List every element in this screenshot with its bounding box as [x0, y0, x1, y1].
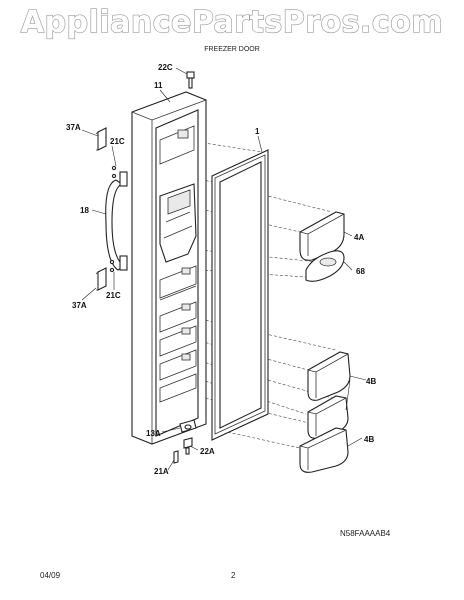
leader-lines: [81, 67, 367, 471]
label-21C-top: 21C: [110, 137, 125, 146]
door-handle: [95, 127, 128, 291]
diagram-subtitle: FREEZER DOOR: [204, 46, 260, 53]
bottom-hinge-parts: [173, 419, 197, 464]
label-37A-bottom: 37A: [72, 301, 87, 310]
label-13A: 13A: [146, 429, 161, 438]
label-21C-bottom: 21C: [106, 291, 121, 300]
label-21A: 21A: [154, 467, 169, 476]
label-4A: 4A: [354, 233, 364, 242]
bin-4B-lower: [299, 427, 349, 473]
label-22A: 22A: [200, 447, 215, 456]
label-11: 11: [154, 81, 163, 90]
part-labels: 22C 11 1 37A 21C 18 37A 21C 4A 68 4B 4B …: [66, 63, 376, 476]
door-gasket: [211, 149, 269, 441]
hinge-pin-top: [186, 71, 195, 89]
drawing-code: N58FAAAAB4: [340, 529, 391, 538]
freezer-door: [131, 91, 207, 445]
label-4B-lower: 4B: [364, 435, 374, 444]
label-1: 1: [255, 127, 260, 136]
label-4B-upper: 4B: [366, 377, 376, 386]
label-18: 18: [80, 206, 89, 215]
label-68: 68: [356, 267, 365, 276]
bin-4B-upper: [307, 351, 351, 401]
footer-date: 04/09: [40, 571, 61, 580]
label-37A-top: 37A: [66, 123, 81, 132]
footer-page-number: 2: [231, 571, 236, 580]
label-22C: 22C: [158, 63, 173, 72]
bin-68: [305, 250, 345, 282]
watermark-logo: AppliancePartsPros.com: [21, 5, 443, 40]
